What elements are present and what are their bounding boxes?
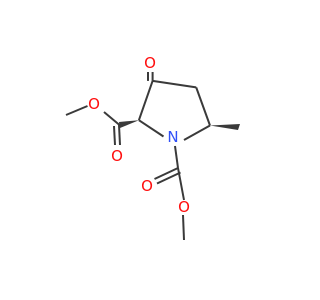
bond-ester-upper-methyl: [65, 105, 88, 116]
wedge-c2-ester: [119, 120, 139, 128]
bond-n-c2: [138, 119, 165, 138]
bond-c4-c5: [195, 87, 211, 126]
wedge-c5-methyl: [210, 124, 240, 130]
atom-oxygen-ketone: O: [144, 54, 156, 72]
bond-ester-upper-single: [103, 111, 121, 126]
atom-oxygen-ester-single-lower: O: [178, 198, 190, 216]
atom-oxygen-ester-carbonyl-lower: O: [141, 177, 153, 195]
bond-c5-n: [183, 124, 211, 141]
bond-carbamate-single: [177, 167, 185, 201]
bond-carbamate-double-2: [156, 171, 181, 185]
bond-c2-c3: [137, 80, 154, 121]
molecule-canvas: O O O N O O: [65, 54, 240, 241]
atom-oxygen-ester-single-upper: O: [88, 95, 100, 113]
atom-nitrogen: N: [167, 128, 178, 146]
bond-carbamate-methyl: [182, 214, 185, 241]
bond-c3-c4: [152, 79, 197, 89]
molecule-structure: O O O N O O: [65, 54, 240, 241]
bond-carbamate-double-1: [154, 167, 179, 180]
bond-n-carbamate: [174, 145, 179, 169]
bond-ester-upper-double-2: [113, 125, 116, 146]
atom-oxygen-ester-carbonyl-upper: O: [111, 147, 123, 165]
bond-ester-upper-double-1: [118, 124, 121, 146]
